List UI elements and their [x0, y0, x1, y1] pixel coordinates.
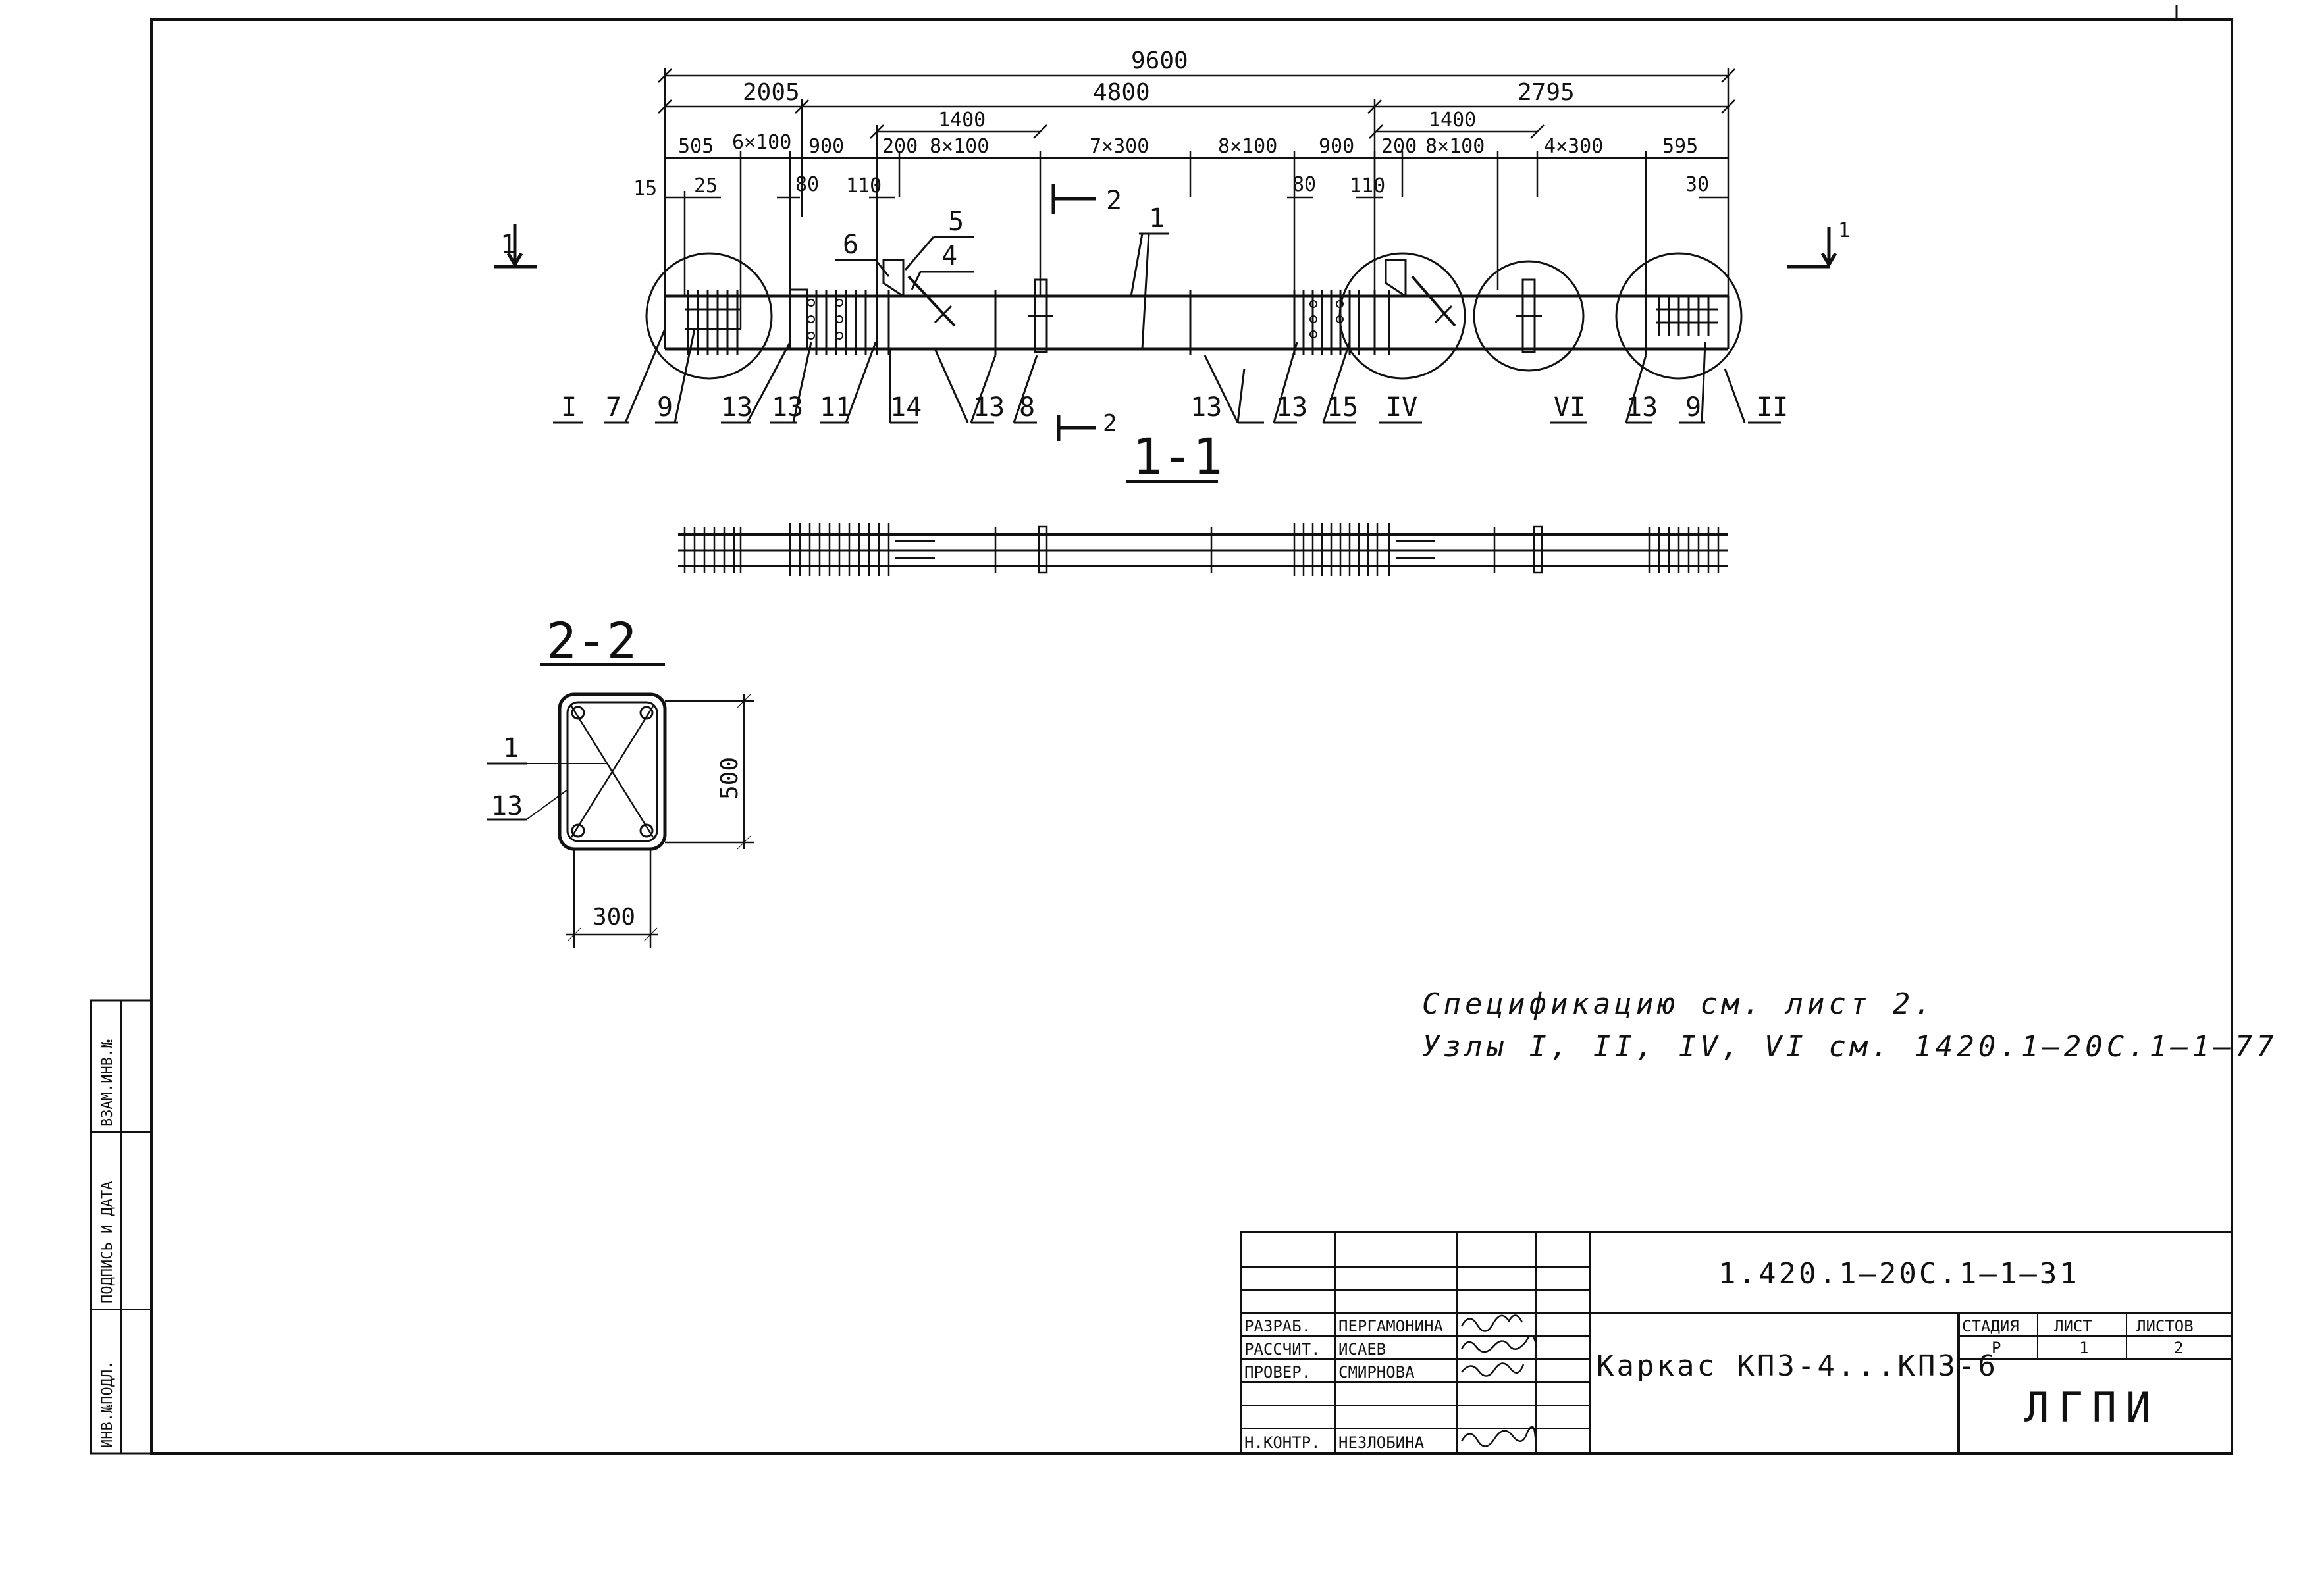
tb-stage: Р [1992, 1339, 2001, 1357]
tb-title: Каркас КПЗ-4...КПЗ-6 [1597, 1349, 1998, 1383]
dim-left: 2005 [743, 79, 800, 106]
tb-stage-label: СТАДИЯ [1962, 1317, 2019, 1335]
callout-13-b: 13 [772, 392, 803, 423]
dim-total: 9600 [1131, 47, 1188, 74]
dim-small-5: 110 [1350, 174, 1385, 197]
side-stamp-vzam: ВЗАМ.ИНВ.№ [99, 1040, 116, 1127]
drawing-frame [150, 18, 2233, 1455]
callout-15: 15 [1327, 392, 1358, 423]
bottom-callout-labels: I 7 9 13 13 11 14 13 8 13 13 15 IV VI 13… [561, 392, 1788, 423]
dim-row3-8: 200 [1381, 135, 1417, 158]
dim-small-0: 15 [633, 177, 657, 200]
dim-row3-1: 6×100 [732, 131, 791, 154]
callout-13-d: 13 [1190, 392, 1222, 423]
section-2-pos-13: 13 [491, 791, 523, 821]
dim-row3-3: 200 [882, 135, 918, 158]
side-stamp-inv-podl: ИНВ.№ПОДЛ. [99, 1361, 116, 1448]
note-nodes-reference: Узлы I, II, IV, VI см. 1420.1–20С.1–1–77 [1422, 1030, 2278, 1064]
pos-6: 6 [843, 230, 858, 260]
dim-row3-7: 900 [1319, 135, 1354, 158]
side-stamp: ИНВ.№ПОДЛ. ПОДПИСЬ И ДАТА ВЗАМ.ИНВ.№ [90, 999, 153, 1455]
tb-doc-code: 1.420.1–20С.1–1–31 [1718, 1257, 2080, 1291]
callout-7: 7 [606, 392, 621, 423]
dimension-labels: 9600 2005 4800 2795 1400 1400 505 6×100 … [633, 47, 1709, 200]
dim-row3-11: 595 [1662, 135, 1698, 158]
section-1-1-title: 1-1 [1132, 427, 1223, 486]
tb-organization: ЛГПИ [2024, 1383, 2159, 1432]
top-position-labels: 5 6 4 1 [843, 203, 1165, 271]
dim-row3-0: 505 [678, 135, 714, 158]
dim-span-a: 1400 [938, 109, 986, 132]
callout-9-b: 9 [1685, 392, 1701, 423]
tb-sheets-label: ЛИСТОВ [2136, 1317, 2194, 1335]
cut2-bottom-label: 2 [1103, 410, 1117, 437]
section-2-2-title: 2-2 [546, 611, 637, 670]
dim-row3-4: 8×100 [930, 135, 989, 158]
callout-13-e: 13 [1276, 392, 1307, 423]
section-2-height-dim: 500 [716, 757, 743, 800]
section-2-width-dim: 300 [593, 904, 635, 931]
section-mark-left: 1 [500, 230, 516, 260]
tb-name-developer: ПЕРГАМОНИНА [1338, 1317, 1443, 1335]
callout-9: 9 [657, 392, 673, 423]
tb-name-checked: СМИРНОВА [1338, 1363, 1415, 1381]
section-cut-marks [494, 184, 1837, 441]
cage-elevation [645, 252, 1743, 380]
dim-middle: 4800 [1093, 79, 1150, 106]
dim-small-2: 80 [795, 173, 819, 196]
dim-row3-6: 8×100 [1218, 135, 1277, 158]
callout-13-f: 13 [1626, 392, 1658, 423]
section-mark-right: 1 [1838, 219, 1850, 242]
callout-node-vi: VI [1554, 392, 1585, 423]
section-cut-labels: 1 1 2 2 [500, 186, 1850, 437]
callout-node-i: I [561, 392, 577, 423]
callout-14: 14 [890, 392, 922, 423]
signatures [1460, 1314, 1538, 1447]
dim-row3-5: 7×300 [1090, 135, 1149, 158]
tb-name-calculated: ИСАЕВ [1338, 1340, 1386, 1358]
tb-role-norm-control: Н.КОНТР. [1244, 1433, 1321, 1452]
section-2-2-cross-section [487, 692, 754, 948]
dim-row3-9: 8×100 [1425, 135, 1485, 158]
callout-11: 11 [820, 392, 851, 423]
pos-5: 5 [948, 207, 964, 237]
callout-node-ii: II [1756, 392, 1788, 423]
callout-8: 8 [1019, 392, 1035, 423]
side-stamp-podpis: ПОДПИСЬ И ДАТА [99, 1181, 116, 1303]
dim-right: 2795 [1518, 79, 1575, 106]
dim-row3-2: 900 [808, 135, 844, 158]
dim-span-b: 1400 [1429, 109, 1476, 132]
note-specification: Спецификацию см. лист 2. [1422, 987, 1936, 1021]
top-position-callouts [835, 232, 1169, 349]
pos-4: 4 [941, 241, 957, 271]
bottom-callout-leaders [553, 328, 1781, 424]
tb-name-norm-control: НЕЗЛОБИНА [1338, 1433, 1425, 1452]
section-2-pos-1: 1 [503, 733, 519, 763]
tb-role-calculated: РАССЧИТ. [1244, 1340, 1321, 1358]
dim-small-6: 30 [1685, 173, 1709, 196]
tb-sheet-label: ЛИСТ [2054, 1317, 2092, 1335]
callout-13-c: 13 [973, 392, 1005, 423]
section-1-1-plan [678, 523, 1728, 576]
tb-role-developer: РАЗРАБ. [1244, 1317, 1311, 1335]
pos-1: 1 [1149, 203, 1165, 234]
dim-small-3: 110 [846, 174, 882, 197]
title-block-texts: РАЗРАБ. РАССЧИТ. ПРОВЕР. Н.КОНТР. ПЕРГАМ… [1244, 1257, 2194, 1452]
dim-row3-10: 4×300 [1544, 135, 1603, 158]
tb-role-checked: ПРОВЕР. [1244, 1363, 1311, 1381]
callout-node-iv: IV [1386, 392, 1417, 423]
dimension-chain [658, 68, 1735, 329]
dim-small-1: 25 [694, 174, 718, 197]
cut2-top-label: 2 [1106, 186, 1122, 216]
dim-small-4: 80 [1292, 173, 1316, 196]
tb-sheets: 2 [2174, 1339, 2183, 1357]
callout-13-a: 13 [721, 392, 753, 423]
tb-sheet: 1 [2079, 1339, 2088, 1357]
